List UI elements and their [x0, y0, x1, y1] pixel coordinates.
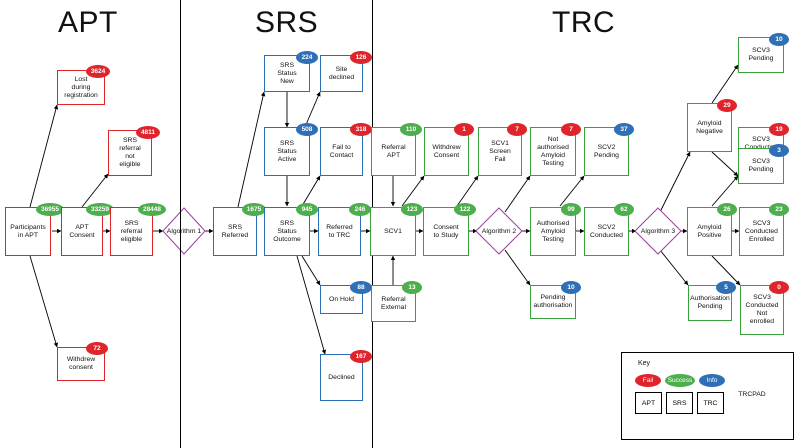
arrow-positive-scv3pending	[711, 175, 739, 207]
count-scv2-conducted: 62	[614, 203, 634, 216]
count-pending-authorisation: 10	[561, 281, 581, 294]
count-amyloid-negative: 29	[717, 99, 737, 112]
count-scv2-pending: 37	[614, 123, 634, 136]
count-scv1-fail: 7	[507, 123, 527, 136]
node-scv2-pending: SCV2 Pending	[584, 127, 629, 176]
arrow-negative-notenrolled	[711, 151, 739, 177]
count-scv3-enrolled: 23	[769, 203, 789, 216]
count-srs-active: 508	[296, 123, 318, 136]
count-authorised-testing: 99	[561, 203, 581, 216]
count-scv3-pending-neg: 10	[769, 33, 789, 46]
node-referred-trc: Referred to TRC	[318, 207, 361, 256]
count-referral-apt: 110	[400, 123, 422, 136]
count-scv3-notenrolled-neg: 19	[769, 123, 789, 136]
arrow-active-sitedeclined	[304, 91, 321, 128]
count-withdrew-consent: 1	[454, 123, 474, 136]
count-consent-study: 122	[454, 203, 476, 216]
arrow-negative-scv3pending	[711, 64, 739, 104]
count-apt-consent: 33259	[86, 203, 114, 216]
arrow-algo3-authpending	[659, 249, 689, 286]
arrow-participants-lost	[29, 104, 59, 208]
arrow-algo2-notauth	[504, 175, 531, 213]
count-srs-not-eligible: 4811	[136, 126, 160, 139]
algorithm-2-label: Algorithm 2	[481, 228, 517, 235]
count-participants: 36955	[36, 203, 64, 216]
divider-apt-srs	[180, 0, 181, 448]
count-referred-trc: 246	[349, 203, 371, 216]
count-referral-external: 13	[402, 281, 422, 294]
algorithm-1-diamond	[162, 207, 206, 255]
count-scv1: 123	[401, 203, 423, 216]
section-title-trc: TRC	[552, 6, 616, 39]
key-fail: Fail	[635, 374, 661, 387]
count-withdrew: 72	[86, 342, 108, 355]
arrow-auth-scv2pending	[559, 175, 585, 207]
count-fail-contact: 318	[350, 123, 372, 136]
arrow-positive-notenrolled	[711, 255, 741, 286]
node-authorisation-pending: Authorisation Pending	[688, 285, 732, 321]
count-lost-registration: 3624	[86, 65, 110, 78]
count-declined: 167	[350, 350, 372, 363]
arrow-outcome-failcontact	[301, 175, 321, 207]
count-on-hold: 88	[350, 281, 372, 294]
arrow-algo2-pending	[504, 249, 531, 286]
arrow-algo3-negative	[659, 151, 691, 213]
algorithm-1-label: Algorithm 1	[166, 228, 202, 235]
arrow-participants-withdrew	[29, 255, 58, 348]
key-srs: SRS	[666, 392, 693, 414]
count-amyloid-positive: 26	[717, 203, 737, 216]
algorithm-3-diamond	[634, 207, 682, 255]
count-srs-new: 224	[296, 51, 318, 64]
algorithm-3-label: Algorithm 3	[640, 228, 676, 235]
count-scv3-pending-pos: 3	[769, 144, 789, 157]
count-not-authorised: 7	[561, 123, 581, 136]
arrow-scv1-withdrew	[401, 175, 425, 207]
arrow-outcome-declined	[296, 255, 327, 355]
arrow-srsref-new	[237, 91, 266, 208]
node-not-authorised: Not authorised Amyloid Testing	[530, 127, 576, 176]
count-site-declined: 126	[350, 51, 372, 64]
count-scv3-notenrolled-pos: 0	[769, 281, 789, 294]
arrow-outcome-onhold	[301, 255, 321, 286]
section-title-apt: APT	[58, 6, 118, 39]
key-info: Info	[699, 374, 725, 387]
algorithm-2-diamond	[475, 207, 523, 255]
key-apt: APT	[635, 392, 662, 414]
key-title: Key	[638, 360, 651, 367]
count-authorisation-pending: 5	[716, 281, 736, 294]
key-success: Success	[665, 374, 695, 387]
key-trcpad-label: TRCPAD	[738, 391, 766, 398]
count-srs-referred: 1675	[242, 203, 266, 216]
node-withdrew-consent: Withdrew Consent	[424, 127, 469, 176]
arrow-consent-notelig	[81, 173, 109, 208]
node-srs-new: SRS Status New	[264, 55, 310, 92]
count-srs-eligible: 28448	[138, 203, 166, 216]
key-trc: TRC	[697, 392, 724, 414]
section-title-srs: SRS	[255, 6, 319, 39]
count-srs-outcome: 945	[296, 203, 318, 216]
arrow-consent-scv1fail	[456, 175, 479, 207]
